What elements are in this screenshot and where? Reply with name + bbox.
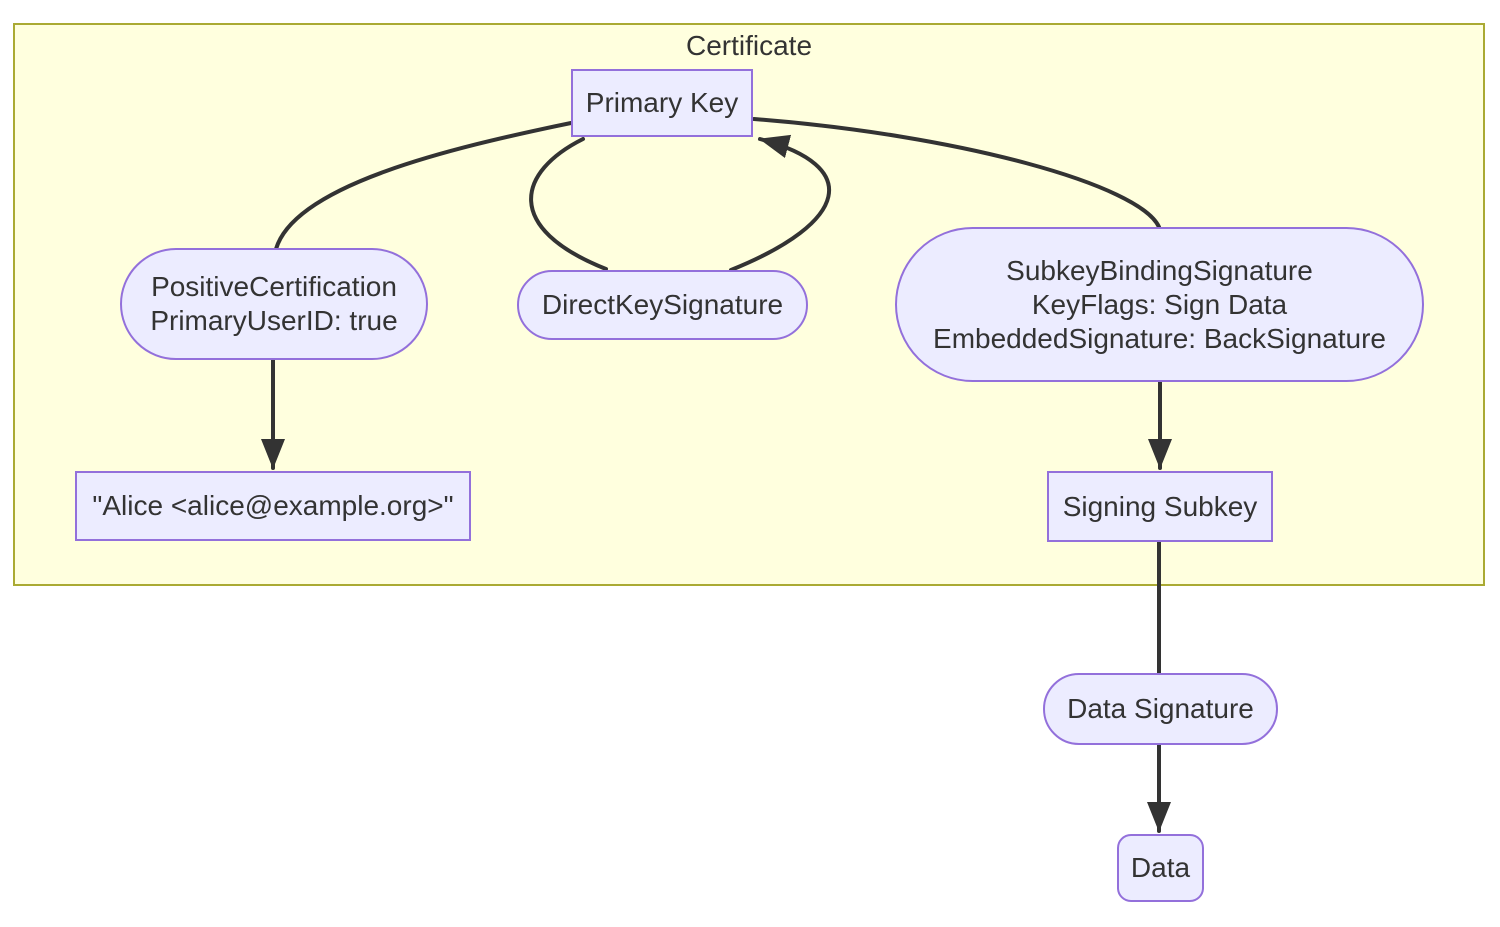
- node-primary-key: Primary Key: [571, 69, 753, 137]
- node-positive-certification-line2: PrimaryUserID: true: [150, 305, 398, 336]
- node-data: Data: [1117, 834, 1204, 902]
- node-subkey-binding-signature-line1: SubkeyBindingSignature: [1006, 254, 1313, 286]
- node-subkey-binding-signature: SubkeyBindingSignature KeyFlags: Sign Da…: [895, 227, 1424, 382]
- node-positive-certification: PositiveCertification PrimaryUserID: tru…: [120, 248, 428, 360]
- node-data-signature: Data Signature: [1043, 673, 1278, 745]
- node-data-signature-label: Data Signature: [1067, 693, 1254, 724]
- certificate-label: Certificate: [685, 30, 813, 61]
- node-subkey-binding-signature-line3: EmbeddedSignature: BackSignature: [933, 322, 1386, 354]
- node-user-id: "Alice <alice@example.org>": [75, 471, 471, 541]
- node-signing-subkey-label: Signing Subkey: [1062, 490, 1258, 522]
- node-positive-certification-line1: PositiveCertification: [151, 271, 397, 302]
- node-primary-key-label: Primary Key: [585, 87, 739, 118]
- node-user-id-label: "Alice <alice@example.org>": [92, 490, 454, 521]
- node-signing-subkey: Signing Subkey: [1047, 471, 1273, 542]
- node-direct-key-signature-label: DirectKeySignature: [541, 289, 784, 320]
- node-data-label: Data: [1130, 852, 1191, 883]
- node-direct-key-signature: DirectKeySignature: [517, 270, 808, 340]
- node-subkey-binding-signature-line2: KeyFlags: Sign Data: [1031, 288, 1288, 320]
